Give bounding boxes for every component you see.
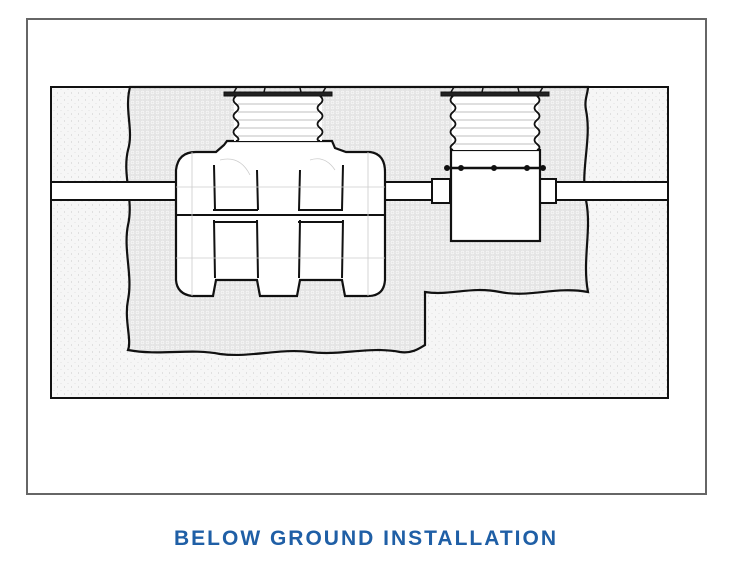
distribution-box [444, 148, 546, 243]
coupling-left [431, 178, 451, 204]
box-riser [440, 86, 550, 151]
inlet-pipe [50, 181, 180, 201]
coupling-right [538, 178, 557, 204]
tank [174, 139, 387, 298]
installation-diagram [26, 18, 707, 495]
connecting-pipe [382, 181, 434, 201]
box-lid [440, 91, 550, 97]
tank-riser [223, 86, 333, 142]
tank-lid [223, 91, 333, 97]
outlet-pipe [554, 181, 669, 201]
diagram-caption: BELOW GROUND INSTALLATION [173, 527, 559, 550]
